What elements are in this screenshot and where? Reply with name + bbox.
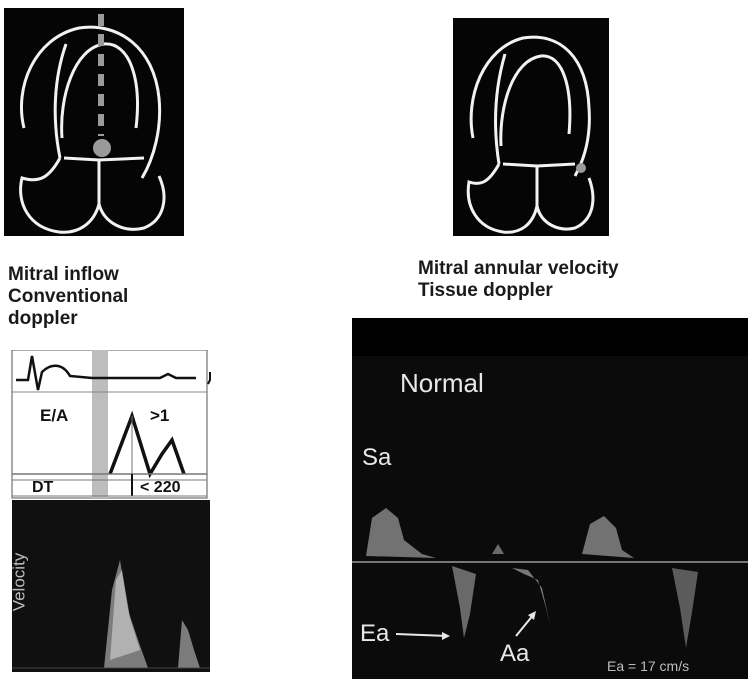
ea-ratio-label: E/A	[40, 406, 68, 426]
pw-spectrum-graphic	[12, 500, 210, 672]
sa-label: Sa	[362, 444, 391, 472]
caption-line: Conventional	[8, 286, 208, 308]
caption-annular-velocity: Mitral annular velocity Tissue doppler	[418, 258, 738, 302]
caption-mitral-inflow: Mitral inflow Conventional doppler	[8, 264, 208, 330]
ea-ratio-value: >1	[150, 406, 169, 426]
tissue-doppler-panel: Normal Sa Ea Aa Ea = 17 cm/s	[352, 318, 748, 679]
aa-label: Aa	[500, 640, 529, 668]
caption-line: Tissue doppler	[418, 280, 738, 302]
heart-outline-left	[4, 8, 184, 236]
inflow-schematic: E/A >1 DT < 220	[10, 350, 215, 500]
ea-label: Ea	[360, 620, 389, 648]
ea-arrow	[396, 634, 448, 636]
caption-line: doppler	[8, 308, 208, 330]
heart-image-conventional	[4, 8, 184, 236]
sample-volume-marker	[93, 139, 111, 157]
velocity-axis-label: Velocity	[9, 553, 29, 612]
heart-outline-right	[453, 18, 609, 236]
annulus-sample-marker	[576, 163, 586, 173]
timing-band	[92, 350, 108, 498]
pw-doppler-spectrum: Velocity	[12, 500, 210, 672]
dt-label: DT	[32, 479, 53, 497]
caption-line: Mitral annular velocity	[418, 258, 738, 280]
dt-value: < 220	[140, 479, 180, 497]
tdi-title: Normal	[400, 368, 484, 399]
ea-measurement: Ea = 17 cm/s	[607, 658, 689, 674]
heart-image-tissue	[453, 18, 609, 236]
ea-waveform	[110, 416, 184, 474]
caption-line: Mitral inflow	[8, 264, 208, 286]
